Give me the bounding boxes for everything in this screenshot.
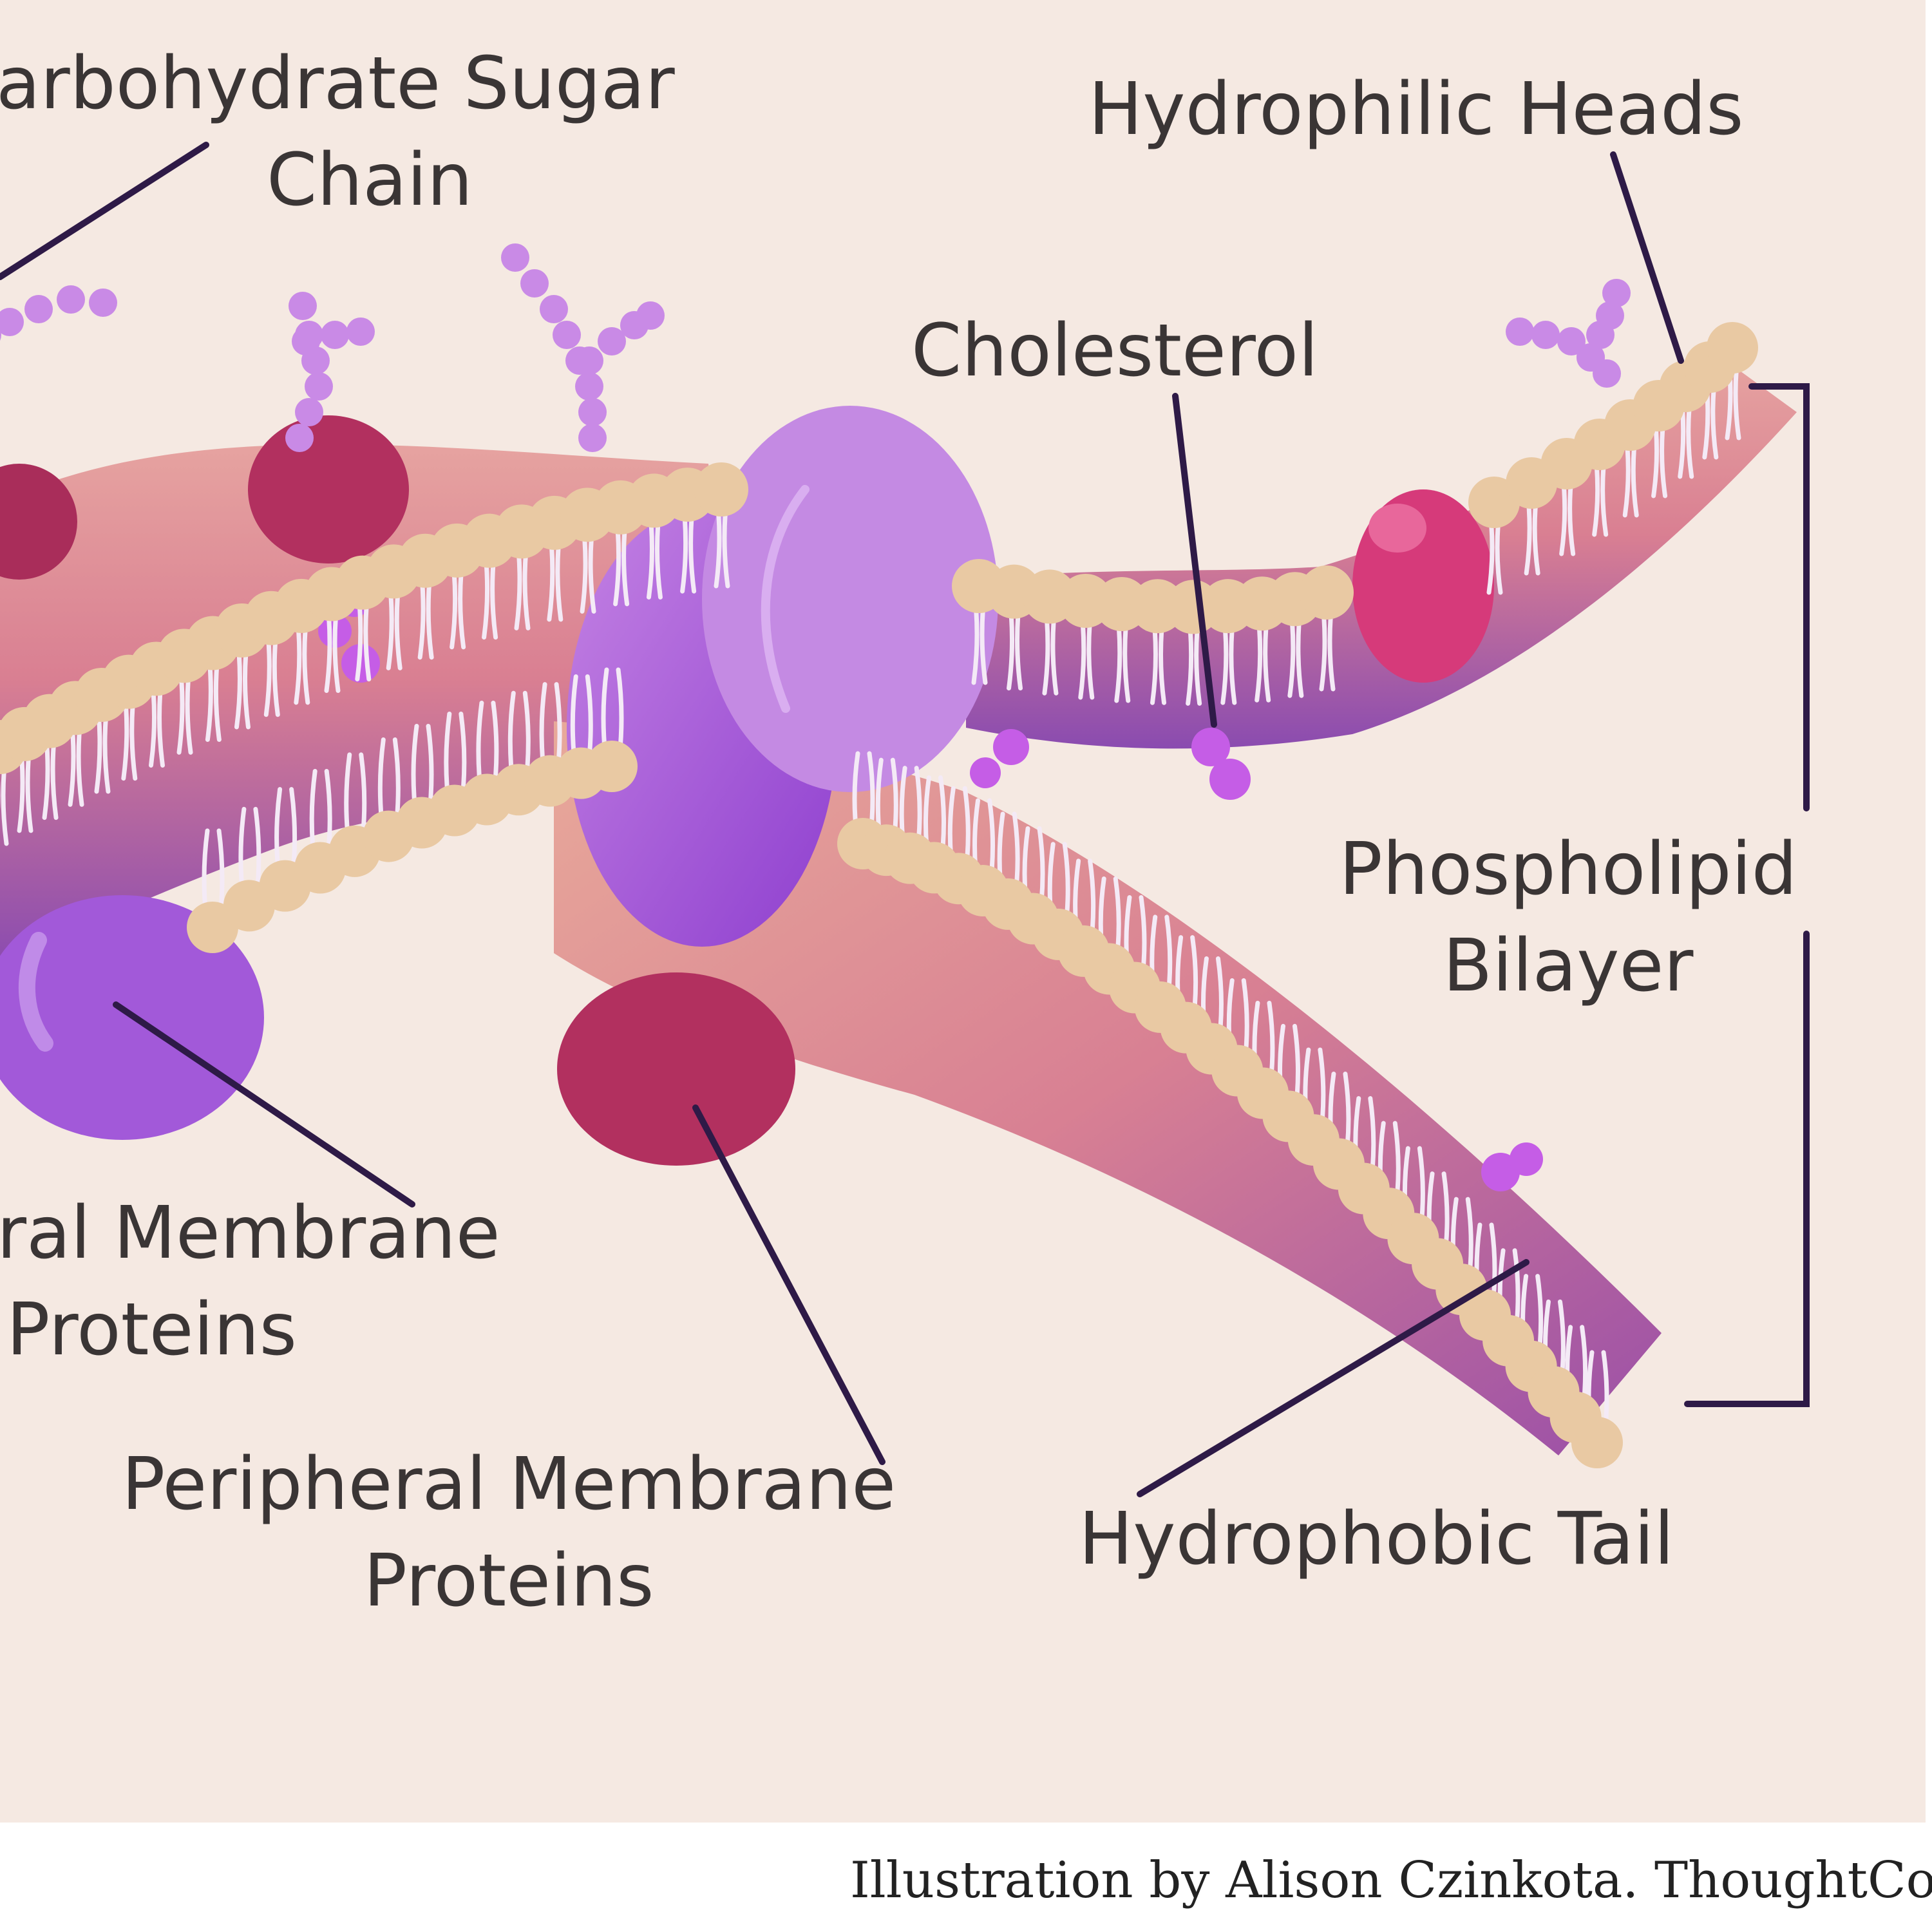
peripheral-protein-edge bbox=[0, 464, 77, 580]
leader-carbohydrate bbox=[0, 142, 209, 280]
sugar-bead bbox=[540, 295, 568, 323]
label-carbohydrate-sugar-chain: arbohydrate Sugar Chain bbox=[0, 35, 743, 229]
carbohydrate-chains bbox=[0, 243, 1631, 452]
carbohydrate-chain bbox=[1577, 279, 1631, 372]
bilayer-bracket-bottom bbox=[1684, 931, 1810, 1407]
leader-hydrophobic bbox=[1137, 1259, 1530, 1497]
transmembrane-protein-highlight bbox=[761, 485, 810, 713]
label-hydrophobic-tail: Hydrophobic Tail bbox=[1079, 1497, 1674, 1581]
label-phospholipid-bilayer: Phospholipid Bilayer bbox=[1301, 821, 1835, 1014]
sugar-bead bbox=[1577, 343, 1605, 372]
leader-peripheral bbox=[692, 1104, 886, 1465]
label-integral-line2: Proteins bbox=[6, 1288, 297, 1372]
sugar-bead bbox=[578, 424, 607, 452]
sugar-bead bbox=[1602, 279, 1631, 307]
diagram-panel: arbohydrate Sugar Chain Hydrophilic Head… bbox=[0, 0, 1926, 1823]
carbohydrate-chain bbox=[575, 301, 665, 375]
membrane-sheet-diagonal bbox=[554, 721, 1662, 1455]
label-carbohydrate-line1: arbohydrate Sugar bbox=[0, 42, 675, 126]
label-hydrophilic-heads: Hydrophilic Heads bbox=[1088, 68, 1744, 151]
transmembrane-protein-top bbox=[702, 406, 998, 792]
sugar-bead bbox=[292, 327, 320, 355]
sugar-bead bbox=[578, 398, 607, 426]
sugar-bead bbox=[305, 372, 333, 401]
sugar-bead bbox=[321, 321, 349, 349]
peripheral-protein-lower bbox=[557, 972, 795, 1166]
sugar-bead bbox=[289, 292, 317, 320]
sugar-bead bbox=[636, 301, 665, 330]
sugar-bead bbox=[1557, 327, 1586, 355]
integral-protein-highlight bbox=[18, 932, 53, 1052]
hydrophilic-heads bbox=[0, 322, 1758, 1468]
sugar-bead bbox=[1531, 321, 1560, 349]
sugar-bead bbox=[598, 327, 626, 355]
cell-membrane-illustration bbox=[0, 142, 1810, 1497]
leader-integral bbox=[113, 1001, 415, 1208]
sugar-bead bbox=[89, 289, 117, 317]
lipid-head bbox=[1571, 1417, 1623, 1468]
lipid-head bbox=[1300, 565, 1354, 620]
sugar-bead bbox=[0, 328, 1, 341]
leader-cholesterol bbox=[1172, 393, 1217, 728]
label-phospholipid-line2: Bilayer bbox=[1443, 924, 1694, 1008]
sugar-bead bbox=[553, 321, 581, 349]
sugar-bead bbox=[346, 317, 375, 346]
label-phospholipid-line1: Phospholipid bbox=[1339, 828, 1797, 911]
sugar-bead bbox=[520, 269, 549, 298]
lipid-head bbox=[586, 741, 638, 792]
illustration-credit: Illustration by Alison Czinkota. Thought… bbox=[850, 1852, 1932, 1909]
carbohydrate-chain bbox=[292, 317, 375, 355]
sugar-bead bbox=[1506, 317, 1534, 346]
carbohydrate-chain bbox=[0, 285, 117, 341]
lipid-head bbox=[694, 462, 748, 516]
label-cholesterol: Cholesterol bbox=[911, 309, 1319, 393]
sugar-bead bbox=[575, 372, 603, 401]
sugar-bead bbox=[1596, 301, 1624, 330]
label-carbohydrate-line2: Chain bbox=[267, 138, 473, 222]
label-peripheral-line1: Peripheral Membrane bbox=[121, 1443, 896, 1526]
label-integral-line1: ral Membrane bbox=[0, 1191, 500, 1275]
sugar-bead bbox=[24, 295, 53, 323]
sugar-bead bbox=[575, 346, 603, 375]
label-integral-membrane-proteins: ral Membrane Proteins bbox=[0, 1185, 500, 1378]
label-peripheral-line2: Proteins bbox=[363, 1539, 654, 1623]
bilayer-bracket-top bbox=[1748, 383, 1810, 811]
sugar-bead bbox=[501, 243, 529, 272]
peripheral-protein-upper bbox=[248, 415, 409, 564]
lipid-head bbox=[1707, 322, 1758, 374]
sugar-bead bbox=[295, 398, 323, 426]
leader-hydrophilic bbox=[1610, 151, 1684, 364]
sugar-bead bbox=[57, 285, 85, 314]
label-peripheral-membrane-proteins: Peripheral Membrane Proteins bbox=[77, 1436, 940, 1629]
sugar-bead bbox=[285, 424, 314, 452]
leader-lines bbox=[0, 142, 1810, 1497]
pink-protein-shine bbox=[1368, 504, 1426, 553]
sugar-bead bbox=[0, 308, 24, 336]
